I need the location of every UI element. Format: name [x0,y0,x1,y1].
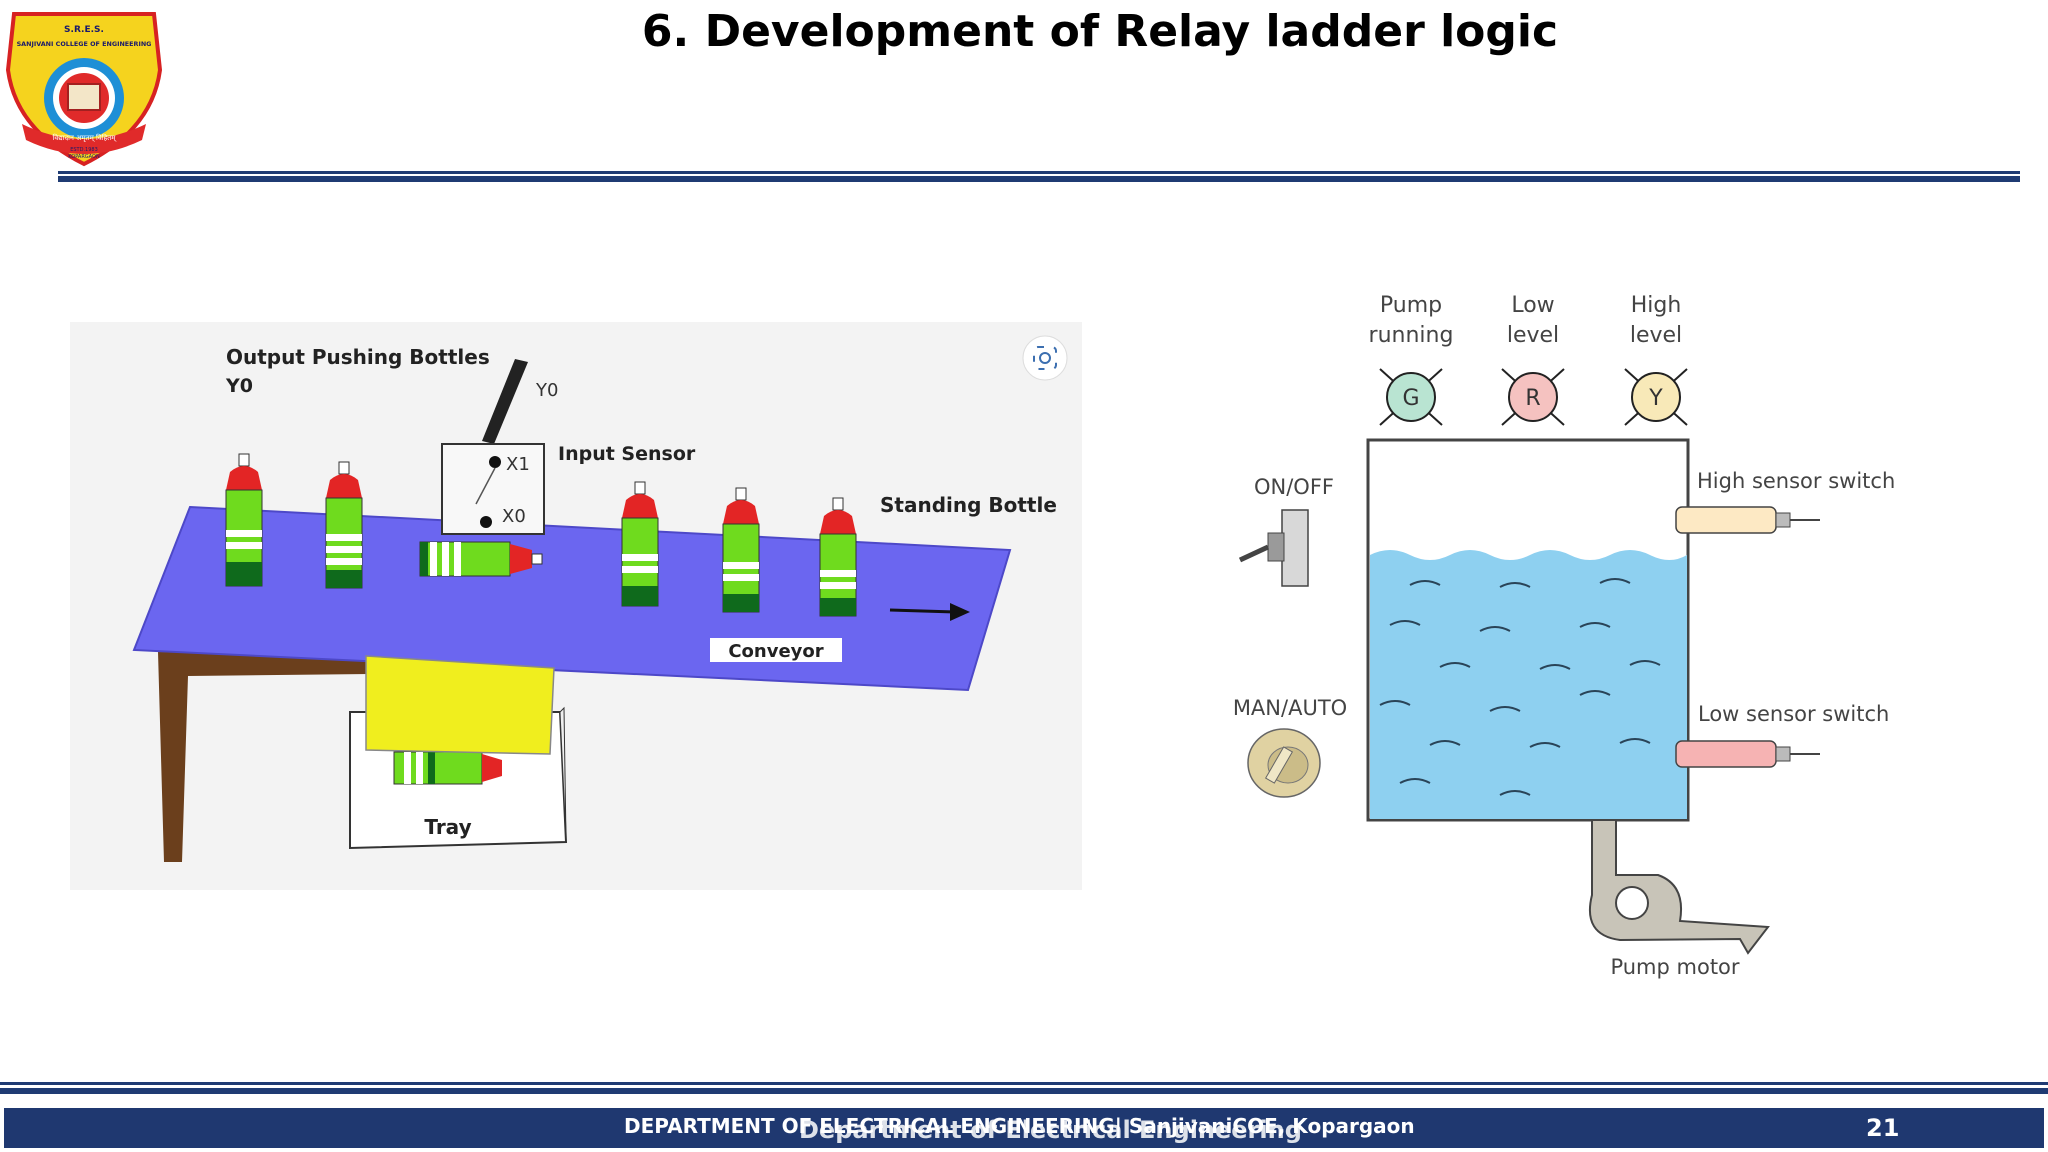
svg-text:Y: Y [1648,386,1663,411]
header-rule-thin [58,171,2020,174]
x0-label: X0 [502,506,526,527]
conveyor-label: Conveyor [728,641,823,662]
high-sensor-switch-icon [1675,506,1820,534]
bottle [722,487,760,613]
actuator-tag: Y0 [535,380,558,401]
pump-tank-figure: Pump running Low level High level G R Y [1233,293,1895,979]
bottle [393,751,502,785]
input-sensor-label: Input Sensor [558,443,696,465]
tray-label: Tray [424,815,471,839]
output-tag: Y0 [225,375,253,397]
manauto-label: MAN/AUTO [1233,696,1347,720]
low-sensor-switch-icon [1675,740,1820,768]
footer-department-text: DEPARTMENT OF ELECTRICAL ENGINEERING| Sa… [624,1114,1415,1138]
lamp-yellow-icon: Y [1624,368,1688,426]
lamp-green-icon: G [1379,368,1443,426]
standing-bottle-label: Standing Bottle [880,493,1057,517]
footer-bar: DEPARTMENT OF ELECTRICAL ENGINEERING| Sa… [4,1108,2044,1148]
header-rule-thick [58,176,2020,182]
footer-rule-thin [0,1082,2048,1085]
bottle [325,461,363,589]
bottle [621,481,659,607]
bottle [419,541,543,577]
toggle-switch-icon [1238,509,1309,587]
slide-title: 6. Development of Relay ladder logic [641,6,1559,57]
logo-ribbon: विद्यादान अमृतम् विहितम् [53,133,117,142]
bottle [819,497,857,617]
page-number: 21 [1866,1114,1900,1142]
selector-switch-icon [1247,728,1321,798]
x1-label: X1 [506,454,530,475]
footer-overlay-text: Department of Electrical Engineering [799,1116,1302,1144]
footer-rule-thick [0,1088,2048,1094]
pump-motor-icon [1588,819,1770,955]
logo-estd: ESTD.1983 [70,147,98,153]
lamp-g-line2: running [1369,323,1454,348]
lamp-y-line1: High [1631,293,1682,318]
bottle [225,453,263,587]
logo-org-top: S.R.E.S. [64,25,104,35]
college-logo: S.R.E.S. SANJIVANI COLLEGE OF ENGINEERIN… [5,12,163,167]
onoff-label: ON/OFF [1254,475,1334,499]
lamp-r-line2: level [1507,323,1559,348]
bottle-conveyor-figure: Conveyor [70,322,1082,890]
lamp-r-line1: Low [1511,293,1554,318]
output-pushing-label: Output Pushing Bottles [226,345,490,369]
lamp-red-icon: R [1501,368,1565,426]
logo-org-name: SANJIVANI COLLEGE OF ENGINEERING [17,40,152,48]
low-sensor-label: Low sensor switch [1698,702,1889,726]
high-sensor-label: High sensor switch [1697,469,1895,493]
pump-motor-label: Pump motor [1610,955,1739,979]
svg-text:G: G [1402,386,1419,411]
lamp-y-line2: level [1630,323,1682,348]
svg-text:R: R [1525,386,1540,411]
lamp-g-line1: Pump [1380,293,1442,318]
logo-city: KOPARGAON [68,154,100,160]
visual-search-icon[interactable] [1022,335,1068,381]
